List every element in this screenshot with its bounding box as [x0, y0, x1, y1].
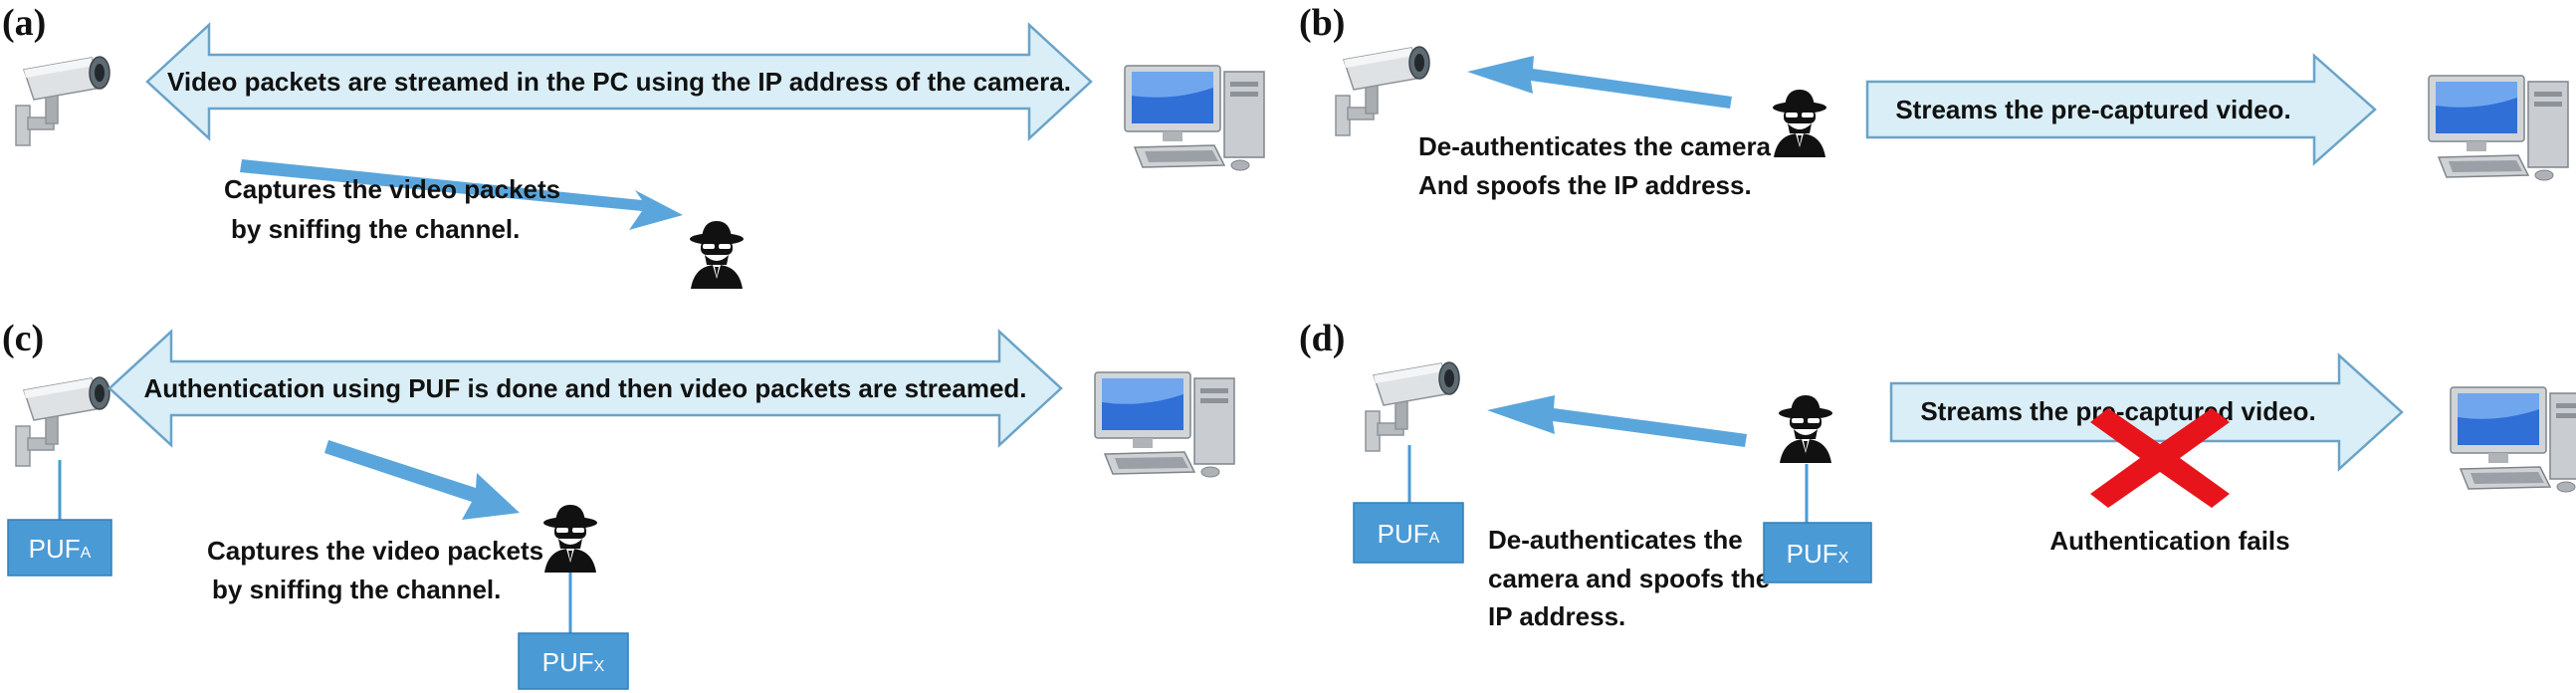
puf-label-camera-d: PUFA [1378, 519, 1440, 549]
panel-c: (c) PUFA Authentication using PUF is don… [2, 318, 1235, 690]
note-c-line-2: by sniffing the channel. [212, 575, 501, 604]
note-b-line-1: De-authenticates the camera [1418, 131, 1772, 161]
camera-icon [1335, 46, 1430, 136]
deauth-arrow-b [1467, 56, 1732, 109]
puf-label-camera-c: PUFA [29, 534, 92, 564]
note-d-line-2: camera and spoofs the [1488, 564, 1770, 593]
panel-label-b: (b) [1299, 2, 1345, 44]
arrow-text-c: Authentication using PUF is done and the… [143, 373, 1026, 403]
fail-text-d: Authentication fails [2049, 526, 2289, 556]
hacker-icon [690, 221, 744, 289]
camera-icon [15, 56, 110, 146]
puf-box-camera-c [7, 519, 112, 577]
puf-box-attacker-d [1763, 522, 1872, 583]
note-a-line-1: Captures the video packets [224, 174, 560, 204]
puf-label-attacker-c: PUFX [542, 647, 605, 677]
note-c-line-1: Captures the video packets [207, 536, 543, 566]
pc-icon [2428, 75, 2569, 181]
note-d-line-3: IP address. [1488, 601, 1625, 631]
pc-icon [1124, 65, 1265, 171]
note-a-line-2: by sniffing the channel. [231, 214, 520, 244]
panel-a: (a) Video packets are streamed in the PC… [2, 2, 1265, 289]
panel-b: (b) De-authenticates the camera And spoo… [1299, 2, 2569, 200]
panel-label-c: (c) [2, 318, 44, 359]
note-b-line-2: And spoofs the IP address. [1418, 170, 1752, 200]
stream-arrow-b [1865, 53, 2377, 166]
deauth-arrow-d [1487, 395, 1747, 447]
panel-d: (d) PUFA De-authenticates the camera and… [1299, 318, 2576, 631]
camera-icon [1365, 361, 1460, 452]
stream-arrow-d [1889, 352, 2404, 472]
panel-label-d: (d) [1299, 318, 1345, 359]
double-arrow-a [145, 22, 1093, 141]
hacker-icon [543, 505, 597, 573]
camera-icon [15, 376, 110, 467]
double-arrow-c [107, 329, 1063, 448]
hacker-icon [1779, 395, 1832, 463]
puf-label-attacker-d: PUFX [1787, 539, 1849, 569]
pc-icon [1094, 371, 1235, 478]
sniff-arrow-c [324, 440, 520, 520]
puf-box-camera-d [1353, 502, 1464, 564]
arrow-text-b: Streams the pre-captured video. [1895, 95, 2290, 124]
puf-box-attacker-c [518, 632, 629, 690]
panel-label-a: (a) [2, 2, 46, 44]
cross-icon [2090, 408, 2230, 508]
sniff-arrow-a [240, 159, 683, 230]
pc-icon [2450, 386, 2576, 493]
hacker-icon [1773, 90, 1826, 157]
arrow-text-a: Video packets are streamed in the PC usi… [167, 67, 1071, 97]
note-d-line-1: De-authenticates the [1488, 525, 1743, 555]
